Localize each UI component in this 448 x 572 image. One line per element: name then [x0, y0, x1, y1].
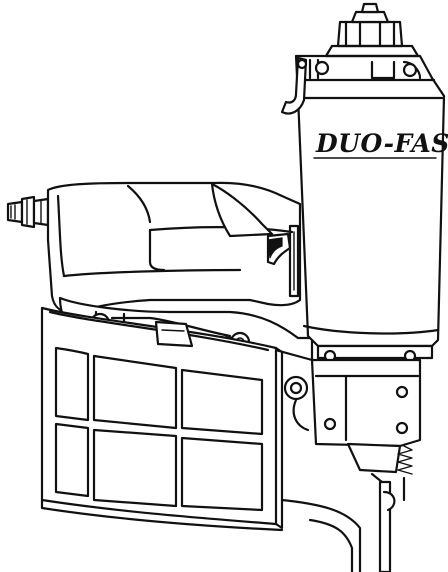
- cylinder-body: [294, 54, 446, 348]
- hanger-hook: [280, 56, 308, 115]
- handle-body: [46, 181, 302, 314]
- coil-magazine: [40, 306, 362, 572]
- air-fitting: [6, 195, 50, 229]
- nose-assembly: [283, 344, 434, 572]
- brand-logo: DUO-FAST: [313, 129, 448, 159]
- top-cap: [324, 2, 420, 58]
- brand-logo-text: DUO-FAST: [315, 129, 448, 158]
- trigger: [266, 224, 300, 298]
